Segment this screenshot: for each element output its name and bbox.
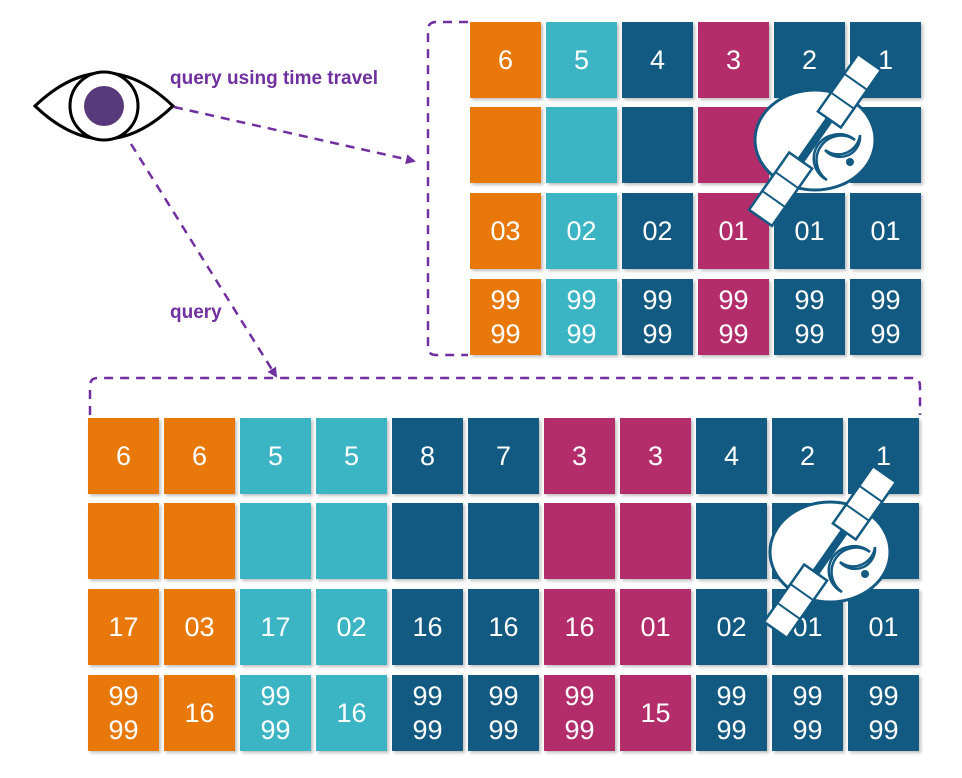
satellite-icon: [762, 464, 898, 640]
grid-cell: 99 99: [696, 675, 767, 751]
grid-cell: 3: [544, 418, 615, 494]
grid-cell: 99 99: [774, 279, 845, 355]
top-bracket: [426, 20, 468, 357]
grid-cell: [468, 503, 539, 579]
grid-cell: 16: [468, 589, 539, 665]
grid-cell: 16: [164, 675, 235, 751]
grid-cell: 17: [88, 589, 159, 665]
grid-cell: [546, 107, 617, 183]
grid-cell: 7: [468, 418, 539, 494]
grid-cell: 02: [546, 193, 617, 269]
grid-cell: 16: [544, 589, 615, 665]
grid-cell: [164, 503, 235, 579]
grid-cell: [696, 503, 767, 579]
grid-cell: [544, 503, 615, 579]
grid-cell: 02: [696, 589, 767, 665]
grid-cell: 99 99: [470, 279, 541, 355]
grid-cell: 99 99: [546, 279, 617, 355]
query-label: query: [170, 302, 222, 323]
grid-cell: 5: [316, 418, 387, 494]
grid-cell: 4: [622, 22, 693, 98]
grid-cell: 99 99: [392, 675, 463, 751]
grid-cell: 5: [240, 418, 311, 494]
grid-cell: [622, 107, 693, 183]
grid-cell: [316, 503, 387, 579]
grid-cell: 99 99: [240, 675, 311, 751]
grid-cell: 99 99: [848, 675, 919, 751]
time-travel-arrow: [173, 105, 416, 165]
grid-cell: 01: [620, 589, 691, 665]
grid-cell: 99 99: [622, 279, 693, 355]
eye-icon: [32, 70, 176, 142]
grid-cell: 16: [316, 675, 387, 751]
grid-cell: 03: [164, 589, 235, 665]
grid-cell: 02: [316, 589, 387, 665]
satellite-icon: [747, 52, 883, 228]
grid-cell: 8: [392, 418, 463, 494]
grid-cell: [240, 503, 311, 579]
time-travel-label: query using time travel: [170, 68, 379, 89]
grid-cell: 6: [88, 418, 159, 494]
grid-cell: 02: [622, 193, 693, 269]
grid-cell: [470, 107, 541, 183]
grid-cell: 15: [620, 675, 691, 751]
grid-cell: 99 99: [544, 675, 615, 751]
grid-cell: 5: [546, 22, 617, 98]
grid-cell: 01: [848, 589, 919, 665]
grid-cell: 2: [774, 22, 845, 98]
grid-cell: 99 99: [850, 279, 921, 355]
grid-cell: [88, 503, 159, 579]
bottom-bracket: [88, 376, 922, 415]
grid-cell: 6: [470, 22, 541, 98]
grid-cell: 03: [470, 193, 541, 269]
grid-cell: 6: [164, 418, 235, 494]
grid-cell: 17: [240, 589, 311, 665]
grid-cell: 3: [698, 22, 769, 98]
grid-cell: 01: [850, 193, 921, 269]
grid-cell: 99 99: [698, 279, 769, 355]
grid-cell: [620, 503, 691, 579]
grid-cell: 2: [772, 418, 843, 494]
grid-cell: 99 99: [88, 675, 159, 751]
grid-cell: 99 99: [772, 675, 843, 751]
grid-cell: 3: [620, 418, 691, 494]
query-arrow: [129, 143, 278, 378]
grid-cell: 99 99: [468, 675, 539, 751]
grid-cell: [392, 503, 463, 579]
grid-cell: 4: [696, 418, 767, 494]
grid-cell: 16: [392, 589, 463, 665]
